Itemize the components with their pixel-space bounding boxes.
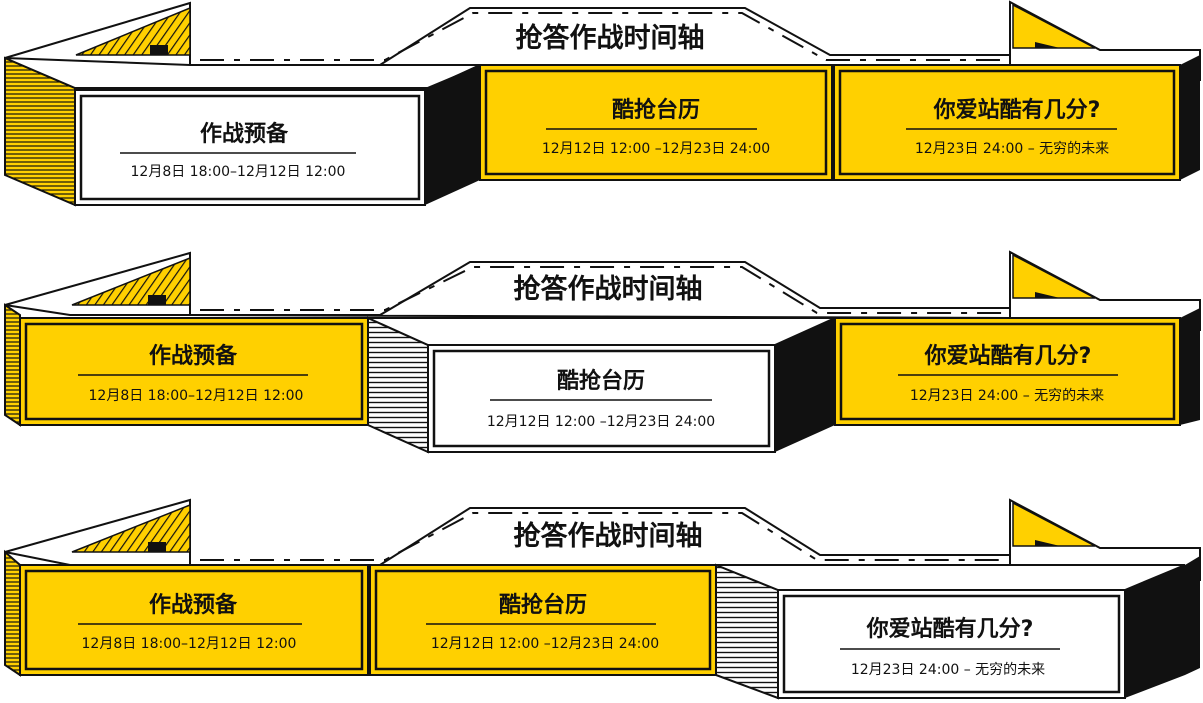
card-date-preparation: 12月8日 18:00–12月12日 12:00 <box>89 388 304 404</box>
timeline-title: 抢答作战时间轴 <box>514 273 703 305</box>
card-title-quiz: 你爱站酷有几分? <box>866 616 1034 642</box>
card-date-quiz: 12月23日 24:00 – 无穷的未来 <box>915 141 1109 157</box>
card-title-calendar: 酷抢台历 <box>557 368 645 394</box>
timeline-row-1: 抢答作战时间轴 作战预备 12月8日 18:00–12月12日 12:00 酷抢… <box>4 0 1201 207</box>
card-date-quiz: 12月23日 24:00 – 无穷的未来 <box>910 388 1104 404</box>
card-title-preparation: 作战预备 <box>149 343 238 369</box>
card-date-calendar: 12月12日 12:00 –12月23日 24:00 <box>431 636 659 652</box>
card-title-preparation: 作战预备 <box>149 592 238 618</box>
card-date-calendar: 12月12日 12:00 –12月23日 24:00 <box>542 141 770 157</box>
card-date-quiz: 12月23日 24:00 – 无穷的未来 <box>851 662 1045 678</box>
timeline-row-2: 抢答作战时间轴 作战预备 12月8日 18:00–12月12日 12:00 酷抢… <box>4 250 1201 454</box>
card-date-preparation: 12月8日 18:00–12月12日 12:00 <box>82 636 297 652</box>
timeline-title: 抢答作战时间轴 <box>516 22 705 54</box>
card-date-calendar: 12月12日 12:00 –12月23日 24:00 <box>487 414 715 430</box>
card-title-quiz: 你爱站酷有几分? <box>924 343 1092 369</box>
timeline-row-3: 抢答作战时间轴 作战预备 12月8日 18:00–12月12日 12:00 酷抢… <box>4 498 1201 700</box>
timeline-title: 抢答作战时间轴 <box>514 520 703 552</box>
card-title-preparation: 作战预备 <box>200 121 289 147</box>
card-date-preparation: 12月8日 18:00–12月12日 12:00 <box>131 164 346 180</box>
card-title-calendar: 酷抢台历 <box>612 97 700 123</box>
card-title-quiz: 你爱站酷有几分? <box>933 97 1101 123</box>
card-title-calendar: 酷抢台历 <box>499 592 587 618</box>
